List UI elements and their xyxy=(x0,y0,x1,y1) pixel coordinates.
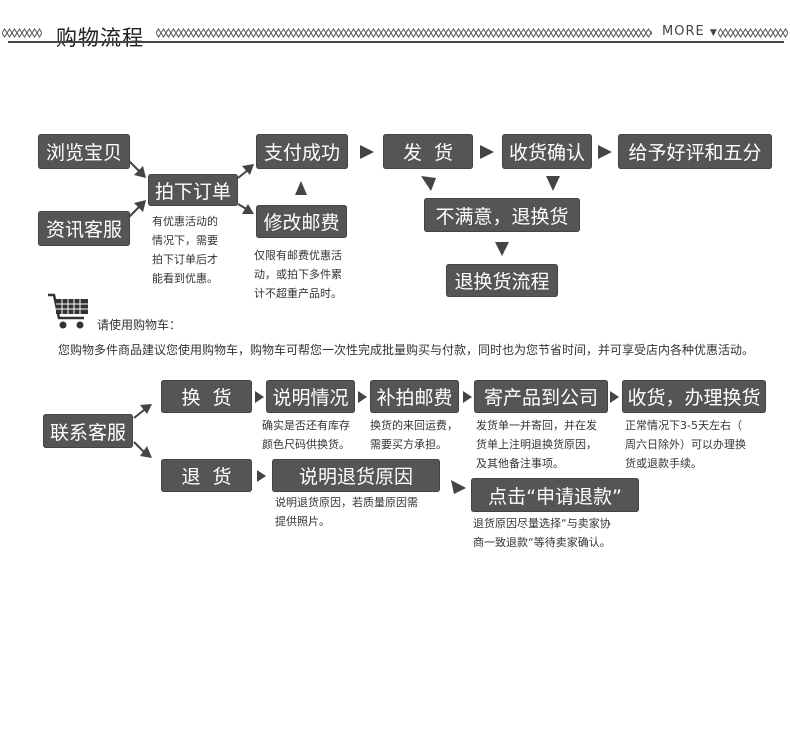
note-send-back: 发货单一并寄回，并在发 货单上注明退换货原因， 及其他备注事项。 xyxy=(476,416,597,473)
step-pay-label: 支付成功 xyxy=(263,142,340,164)
note-receive: 正常情况下3-5天左右（ 周六日除外）可以办理换 货或退款手续。 xyxy=(625,416,746,473)
step-modify-label: 修改邮费 xyxy=(263,212,340,234)
header-zigzag-left xyxy=(2,28,42,38)
step-ship-label: 发 货 xyxy=(402,142,454,164)
note-receive-line: 周六日除外）可以办理换 xyxy=(625,438,746,451)
step-receive-label: 收货，办理换货 xyxy=(627,387,761,409)
step-contact: 联系客服 xyxy=(43,414,133,448)
step-unhappy: 不满意，退换货 xyxy=(424,198,580,232)
step-explain-reason-label: 说明退货原因 xyxy=(298,466,413,488)
note-modify-line: 动，或拍下多件累 xyxy=(254,268,342,281)
note-order-line: 能看到优惠。 xyxy=(152,272,218,285)
note-repost-line: 换货的来回运费， xyxy=(370,419,458,432)
step-return-flow: 退换货流程 xyxy=(446,264,558,297)
step-browse: 浏览宝贝 xyxy=(38,134,130,169)
step-review-label: 给予好评和五分 xyxy=(628,142,762,164)
more-link[interactable]: MORE ▼ xyxy=(662,24,718,39)
note-order-line: 情况下，需要 xyxy=(152,234,218,247)
step-exchange: 换 货 xyxy=(161,380,252,413)
shopping-cart-icon xyxy=(48,293,88,329)
note-explain-line: 确实是否还有库存 xyxy=(262,419,350,432)
step-pay: 支付成功 xyxy=(256,134,348,169)
note-modify-line: 计不超重产品时。 xyxy=(254,287,342,300)
step-order: 拍下订单 xyxy=(148,174,238,206)
note-reason: 说明退货原因，若质量原因需 提供照片。 xyxy=(275,493,418,531)
note-receive-line: 货或退款手续。 xyxy=(625,457,702,470)
step-send-back-label: 寄产品到公司 xyxy=(483,387,598,409)
step-receive: 收货，办理换货 xyxy=(622,380,766,413)
step-explain-reason: 说明退货原因 xyxy=(272,459,440,492)
note-order-line: 拍下订单后才 xyxy=(152,253,218,266)
note-send-line: 发货单一并寄回，并在发 xyxy=(476,419,597,432)
note-explain: 确实是否还有库存 颜色尺码供换货。 xyxy=(262,416,350,454)
page-title: 购物流程 xyxy=(56,26,144,50)
step-refund: 退 货 xyxy=(161,459,252,492)
step-repost: 补拍邮费 xyxy=(370,380,459,413)
note-apply: 退货原因尽量选择“与卖家协 商一致退款“等待卖家确认。 xyxy=(473,514,611,552)
cart-label: 请使用购物车： xyxy=(97,318,182,332)
note-apply-line: 退货原因尽量选择“与卖家协 xyxy=(473,517,611,530)
step-ship: 发 货 xyxy=(383,134,473,169)
note-repost: 换货的来回运费， 需要买方承担。 xyxy=(370,416,458,454)
step-order-label: 拍下订单 xyxy=(154,180,231,203)
note-reason-line: 提供照片。 xyxy=(275,515,330,528)
step-apply-refund: 点击“申请退款” xyxy=(471,478,639,512)
step-apply-refund-label: 点击“申请退款” xyxy=(488,485,622,508)
step-contact-label: 联系客服 xyxy=(49,421,126,444)
note-modify: 仅限有邮费优惠活 动，或拍下多件累 计不超重产品时。 xyxy=(254,246,342,303)
caret-down-icon: ▼ xyxy=(709,28,718,38)
note-explain-line: 颜色尺码供换货。 xyxy=(262,438,350,451)
step-refund-label: 退 货 xyxy=(181,466,232,488)
header-zigzag-right xyxy=(718,28,788,38)
step-unhappy-label: 不满意，退换货 xyxy=(435,205,569,228)
note-apply-line: 商一致退款“等待卖家确认。 xyxy=(473,536,611,549)
step-service: 资讯客服 xyxy=(38,211,130,246)
step-review: 给予好评和五分 xyxy=(618,134,772,169)
step-exchange-label: 换 货 xyxy=(181,387,232,409)
step-confirm: 收货确认 xyxy=(502,134,592,169)
cart-description: 您购物多件商品建议您使用购物车，购物车可帮您一次性完成批量购买与付款，同时也为您… xyxy=(58,343,755,357)
step-service-label: 资讯客服 xyxy=(45,219,122,241)
note-reason-line: 说明退货原因，若质量原因需 xyxy=(275,496,418,509)
step-modify: 修改邮费 xyxy=(256,205,347,238)
header-divider xyxy=(8,41,784,43)
note-modify-line: 仅限有邮费优惠活 xyxy=(254,249,342,262)
note-send-line: 货单上注明退换货原因， xyxy=(476,438,597,451)
more-label[interactable]: MORE xyxy=(662,24,705,39)
step-explain: 说明情况 xyxy=(266,380,355,413)
step-return-flow-label: 退换货流程 xyxy=(454,271,550,293)
note-repost-line: 需要买方承担。 xyxy=(370,438,447,451)
step-explain-label: 说明情况 xyxy=(272,387,349,409)
note-order: 有优惠活动的 情况下，需要 拍下订单后才 能看到优惠。 xyxy=(152,212,218,288)
note-order-line: 有优惠活动的 xyxy=(152,215,218,228)
note-send-line: 及其他备注事项。 xyxy=(476,457,564,470)
header-zigzag-middle xyxy=(156,28,652,38)
step-send-back: 寄产品到公司 xyxy=(474,380,608,413)
step-browse-label: 浏览宝贝 xyxy=(45,142,122,164)
step-confirm-label: 收货确认 xyxy=(508,142,585,164)
note-receive-line: 正常情况下3-5天左右（ xyxy=(625,419,742,432)
step-repost-label: 补拍邮费 xyxy=(376,387,453,409)
